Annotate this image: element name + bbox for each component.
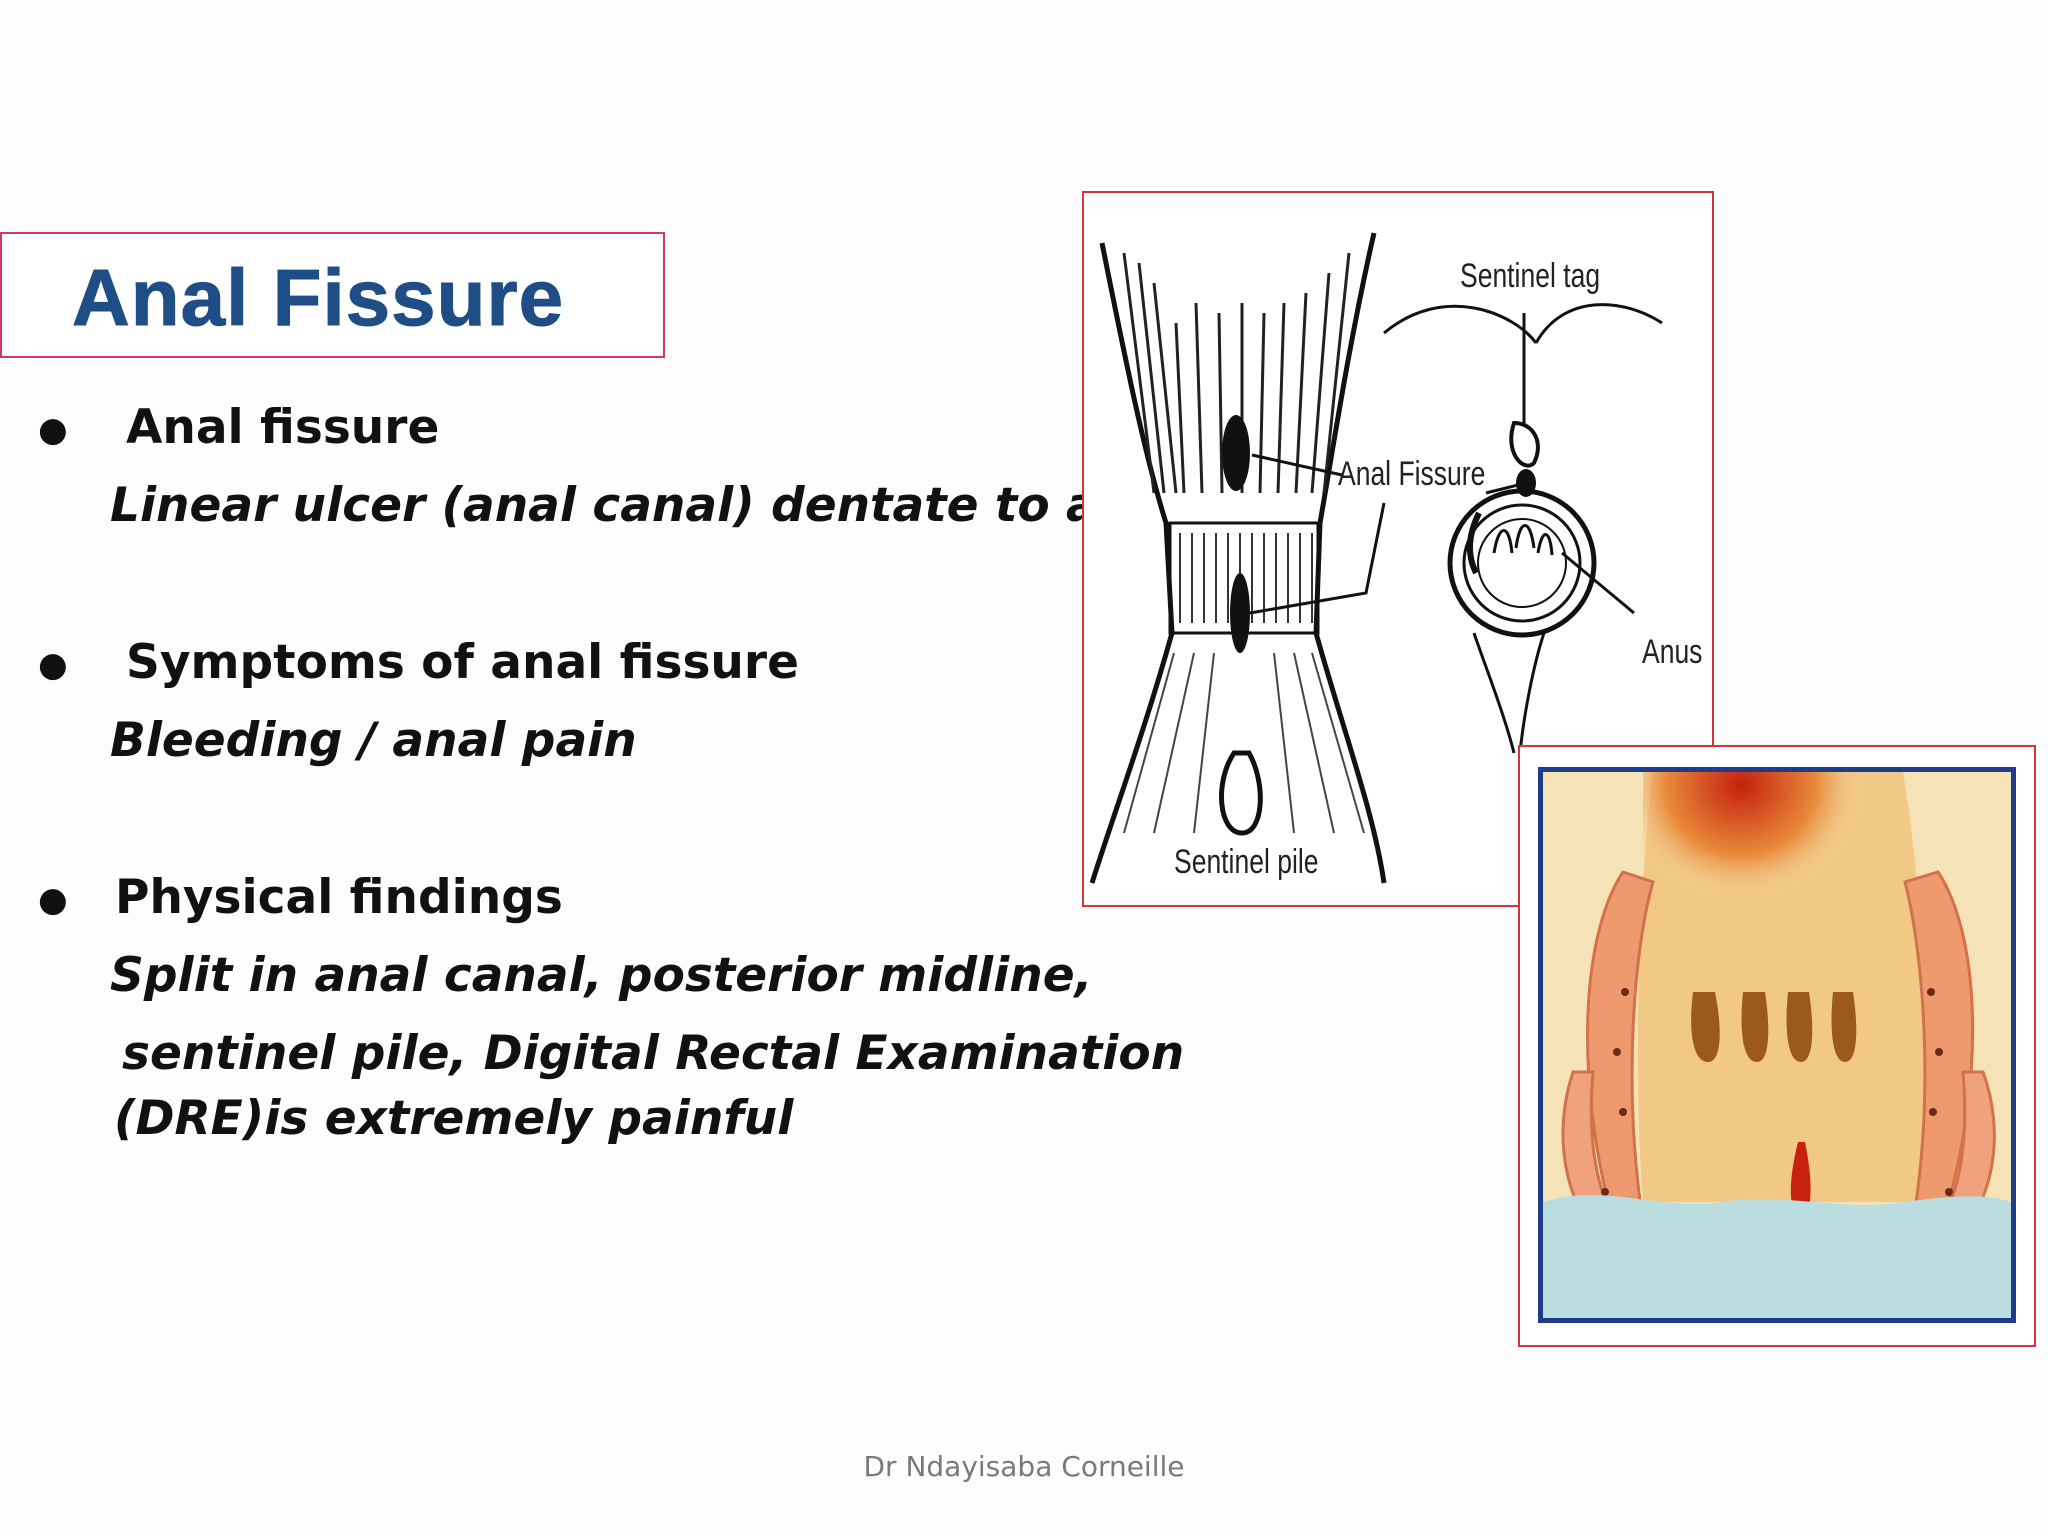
diagram-drawing [1089, 232, 1663, 884]
title-box: Anal Fissure [0, 232, 665, 358]
anal-fissure-diagram: Sentinel tag Anal Fissure Anus Sentinel … [1082, 191, 1714, 907]
label-sentinel-pile: Sentinel pile [1174, 843, 1319, 881]
fissure-illustration [1538, 767, 2016, 1323]
label-sentinel-tag: Sentinel tag [1460, 257, 1601, 295]
bullet-heading: Physical findings [115, 870, 563, 925]
bullet-marker: ● [38, 410, 68, 450]
slide-title: Anal Fissure [71, 253, 565, 343]
bullet-marker: ● [38, 645, 68, 685]
bullet-detail: (DRE)is extremely painful [114, 1091, 794, 1146]
label-anus: Anus [1642, 633, 1703, 671]
bullet-heading: Symptoms of anal fissure [126, 635, 799, 690]
label-anal-fissure: Anal Fissure [1338, 455, 1486, 493]
bullet-heading: Anal fissure [126, 400, 440, 455]
slide-footer: Dr Ndayisaba Corneille [863, 1450, 1185, 1483]
bullet-detail: sentinel pile, Digital Rectal Examinatio… [122, 1026, 1185, 1081]
bullet-detail: Bleeding / anal pain [110, 713, 637, 768]
fissure-illustration-frame [1518, 745, 2036, 1347]
illustration-drawing [1543, 772, 2011, 1318]
bullet-detail: Linear ulcer (anal canal) dentate to anu… [110, 478, 1193, 533]
bullet-detail: Split in anal canal, posterior midline, [110, 948, 1093, 1003]
bullet-marker: ● [38, 880, 68, 920]
